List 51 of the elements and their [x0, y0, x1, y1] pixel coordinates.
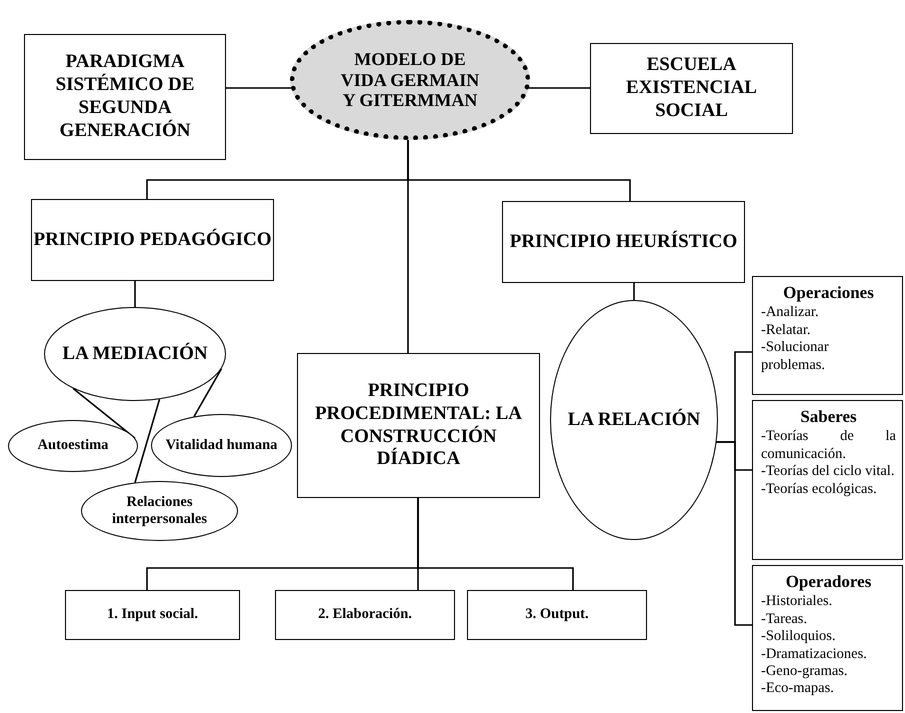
node-label: 2. Elaboración.	[318, 606, 412, 624]
list-item: -Soliloquios.	[761, 628, 837, 646]
node-label: PRINCIPIO PROCEDIMENTAL: LA CONSTRUCCIÓN DÍADICA	[314, 380, 524, 472]
node-label: PRINCIPIO PEDAGÓGICO	[33, 228, 272, 252]
node-label: 1. Input social.	[106, 606, 198, 624]
list-item: -Teorías del ciclo vital.	[761, 463, 896, 481]
list-heading: Operaciones	[782, 283, 875, 304]
list-item: -Relatar.	[761, 322, 812, 340]
node-label: 3. Output.	[525, 606, 589, 624]
list-item: -Teorías ecológicas.	[761, 480, 878, 498]
concept-box	[24, 34, 226, 160]
concept-box	[467, 590, 647, 640]
list-box	[752, 565, 903, 711]
list-item: -Historiales.	[761, 593, 834, 611]
connector-line	[716, 441, 752, 626]
connector-line	[226, 87, 292, 89]
node-label: Vitalidad humana	[166, 436, 278, 454]
node-label: ESCUELA EXISTENCIAL SOCIAL	[625, 54, 758, 123]
connector-line	[633, 283, 635, 300]
node-label: MODELO DE VIDA GERMAIN Y GITERMMAN	[340, 48, 480, 112]
concept-ellipse	[8, 420, 138, 472]
list-box	[752, 400, 903, 560]
list-item: -Analizar.	[761, 304, 820, 322]
node-label: LA RELACIÓN	[568, 408, 700, 432]
connector-line	[193, 368, 222, 417]
list-item: -Solucionar problemas.	[761, 339, 830, 374]
connector-line	[417, 498, 574, 590]
connector-line	[407, 140, 631, 201]
concept-box	[275, 590, 455, 640]
list-heading: Saberes	[799, 407, 858, 428]
connector-line	[528, 87, 590, 89]
list-item: -Dramatizaciones.	[761, 646, 868, 663]
connector-line	[134, 281, 136, 307]
concept-box	[65, 590, 240, 640]
list-item: -Teorías de la comunicación.	[761, 428, 896, 464]
connector-line	[72, 388, 136, 439]
node-label: LA MEDIACIÓN	[62, 342, 208, 366]
list-item: -Geno-gramas.	[761, 662, 849, 680]
node-label: Autoestima	[38, 437, 108, 455]
node-label: PARADIGMA SISTÉMICO DE SEGUNDA GENERACIÓN	[54, 51, 196, 143]
node-label: Relaciones interpersonales	[110, 494, 208, 528]
list-item: -Tareas.	[761, 610, 808, 628]
list-box	[752, 276, 903, 395]
concept-box	[31, 199, 274, 281]
concept-box	[502, 201, 745, 283]
node-label: PRINCIPIO HEURÍSTICO	[510, 230, 738, 254]
list-heading: Operadores	[784, 572, 872, 592]
concept-box	[590, 43, 793, 134]
connector-line	[134, 399, 160, 483]
list-item: -Eco-mapas.	[761, 680, 835, 698]
concept-box	[297, 353, 540, 498]
